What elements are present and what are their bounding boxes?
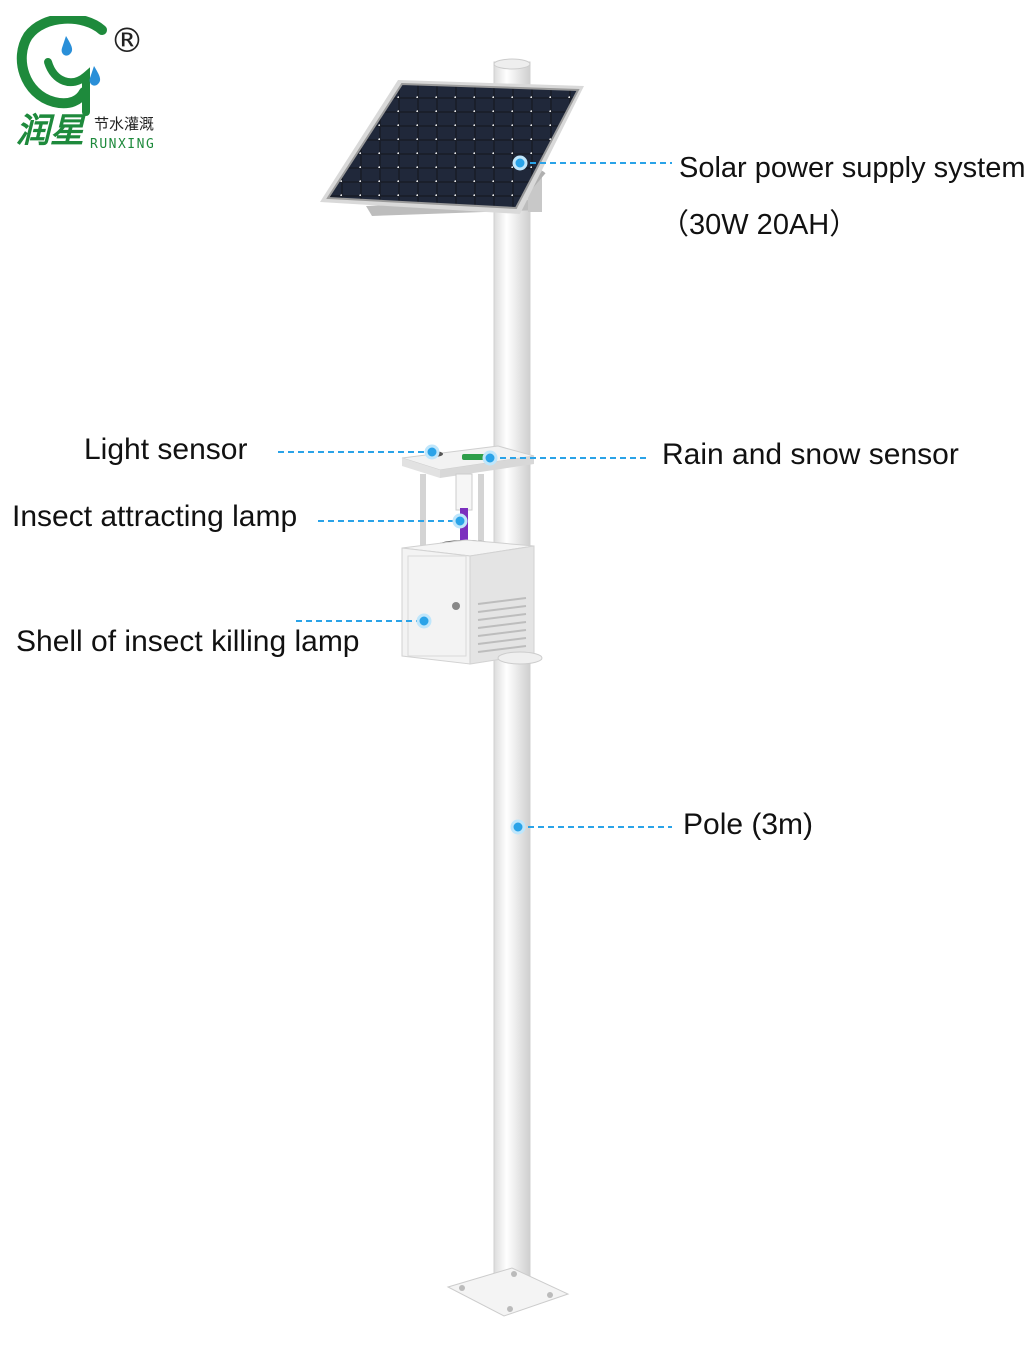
brand-name-cn: 润星 bbox=[16, 111, 84, 151]
brand-name-en: RUNXING bbox=[90, 137, 156, 152]
dot-shell bbox=[416, 613, 432, 629]
pole bbox=[493, 58, 531, 1295]
dot-rain-snow bbox=[482, 450, 498, 466]
lamp-shell bbox=[401, 539, 543, 665]
label-shell: Shell of insect killing lamp bbox=[16, 625, 360, 658]
label-solar-spec: （30W 20AH） bbox=[660, 209, 859, 241]
runxing-logo-icon bbox=[16, 16, 107, 116]
lamp-frame bbox=[420, 473, 496, 552]
label-insect-lamp: Insect attracting lamp bbox=[12, 500, 298, 533]
registered-mark: ® bbox=[110, 21, 144, 61]
label-light-sensor: Light sensor bbox=[84, 433, 248, 466]
callout-leaders bbox=[278, 162, 672, 828]
callout-dots bbox=[416, 155, 528, 835]
label-rain-snow-sensor: Rain and snow sensor bbox=[662, 438, 959, 471]
solar-panel bbox=[320, 80, 584, 214]
dot-solar bbox=[512, 155, 528, 171]
dot-pole bbox=[510, 819, 526, 835]
base-plate bbox=[446, 1267, 570, 1317]
brand-tagline-cn: 节水灌溉 bbox=[94, 115, 155, 133]
dot-light-sensor bbox=[424, 444, 440, 460]
label-pole: Pole (3m) bbox=[683, 808, 814, 841]
label-solar-system: Solar power supply system bbox=[679, 152, 1024, 184]
dot-insect-lamp bbox=[452, 513, 468, 529]
